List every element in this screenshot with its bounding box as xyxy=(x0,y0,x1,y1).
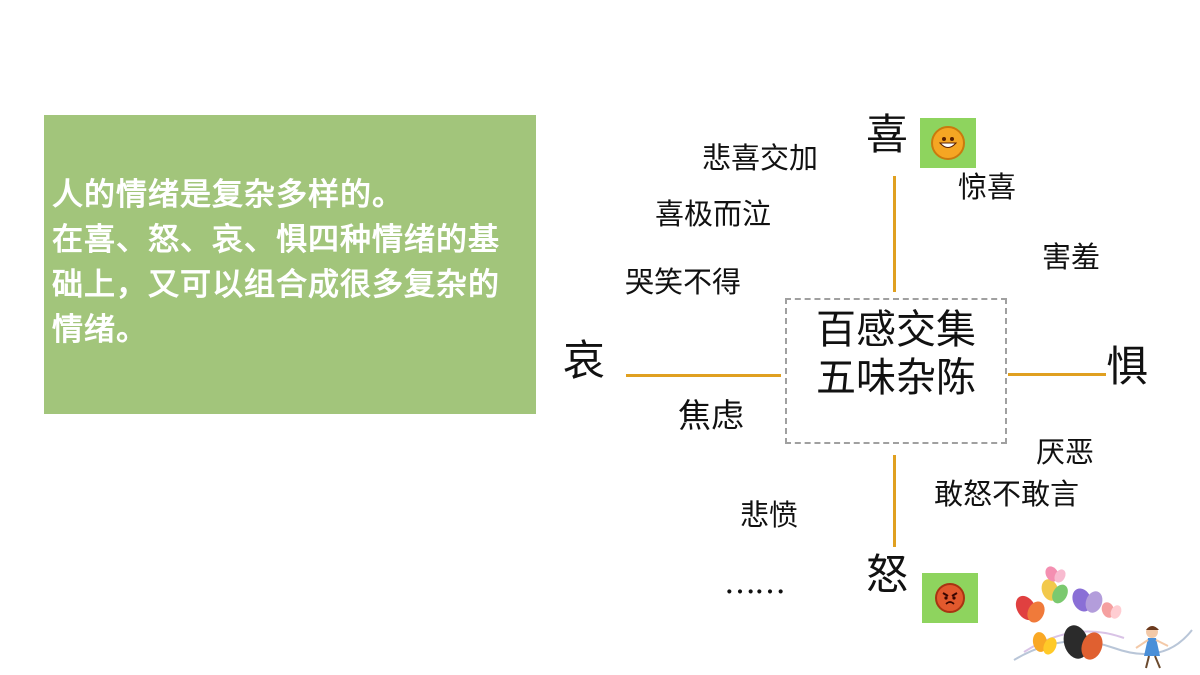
happy-emoji-badge xyxy=(920,118,976,168)
center-line-1: 百感交集 xyxy=(816,307,976,353)
emotion-fear: 惧 xyxy=(1106,342,1149,391)
note-text: 人的情绪是复杂多样的。 在喜、怒、哀、惧四种情绪的基础上，又可以组合成很多复杂的… xyxy=(52,177,500,348)
butterflies-girl-illustration xyxy=(1013,566,1193,669)
term-gannu-bugan: 敢怒不敢言 xyxy=(934,477,1080,511)
connector-right xyxy=(1008,373,1106,376)
emotion-anger: 怒 xyxy=(866,550,909,599)
term-beifen: 悲愤 xyxy=(740,498,799,532)
butterfly-6 xyxy=(1101,602,1122,619)
term-jiaolv: 焦虑 xyxy=(678,396,744,435)
term-yanwu: 厌恶 xyxy=(1036,435,1095,469)
term-haixiu: 害羞 xyxy=(1042,240,1101,274)
butterfly-7 xyxy=(1032,632,1057,655)
emotion-joy: 喜 xyxy=(866,110,909,159)
note-box: 人的情绪是复杂多样的。 在喜、怒、哀、惧四种情绪的基础上，又可以组合成很多复杂的… xyxy=(44,115,536,414)
girl-figure xyxy=(1135,626,1169,669)
butterfly-2 xyxy=(1041,579,1068,604)
butterfly-3 xyxy=(1072,588,1103,613)
grinning-face-icon xyxy=(931,126,965,160)
butterfly-1 xyxy=(1015,595,1045,623)
center-box: 百感交集 五味杂陈 xyxy=(785,298,1007,444)
connector-bottom xyxy=(893,455,896,547)
term-beixi-jiaojia: 悲喜交加 xyxy=(702,141,819,175)
angry-emoji-badge xyxy=(922,573,978,623)
emotion-sorrow: 哀 xyxy=(563,336,606,385)
term-kuxiao-bude: 哭笑不得 xyxy=(625,265,742,299)
connector-top xyxy=(893,176,896,292)
butterfly-4 xyxy=(1063,625,1103,660)
term-jingxi: 惊喜 xyxy=(958,170,1017,204)
term-xiji-erqi: 喜极而泣 xyxy=(655,197,772,231)
angry-face-icon xyxy=(935,583,965,613)
center-line-2: 五味杂陈 xyxy=(816,355,976,401)
connector-left xyxy=(626,374,781,377)
term-ellipsis: …… xyxy=(724,563,786,601)
butterfly-5 xyxy=(1045,566,1066,583)
